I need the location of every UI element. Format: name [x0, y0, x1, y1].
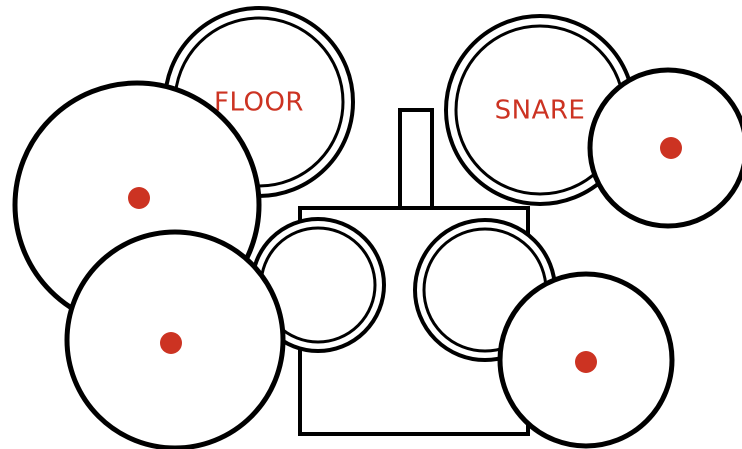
red-dot-icon	[160, 332, 182, 354]
cymbal-upper-right[interactable]	[587, 67, 742, 229]
snare-label: SNARE	[495, 96, 586, 126]
red-dot-icon	[660, 137, 682, 159]
kick-post	[398, 108, 434, 212]
red-dot-icon	[575, 351, 597, 373]
cymbal-lower-right[interactable]	[497, 271, 675, 449]
red-dot-icon	[128, 187, 150, 209]
floor-tom-label: FLOOR	[214, 88, 304, 118]
rack-tom-left[interactable]	[250, 217, 386, 353]
cymbal-lower-left[interactable]	[64, 229, 286, 449]
